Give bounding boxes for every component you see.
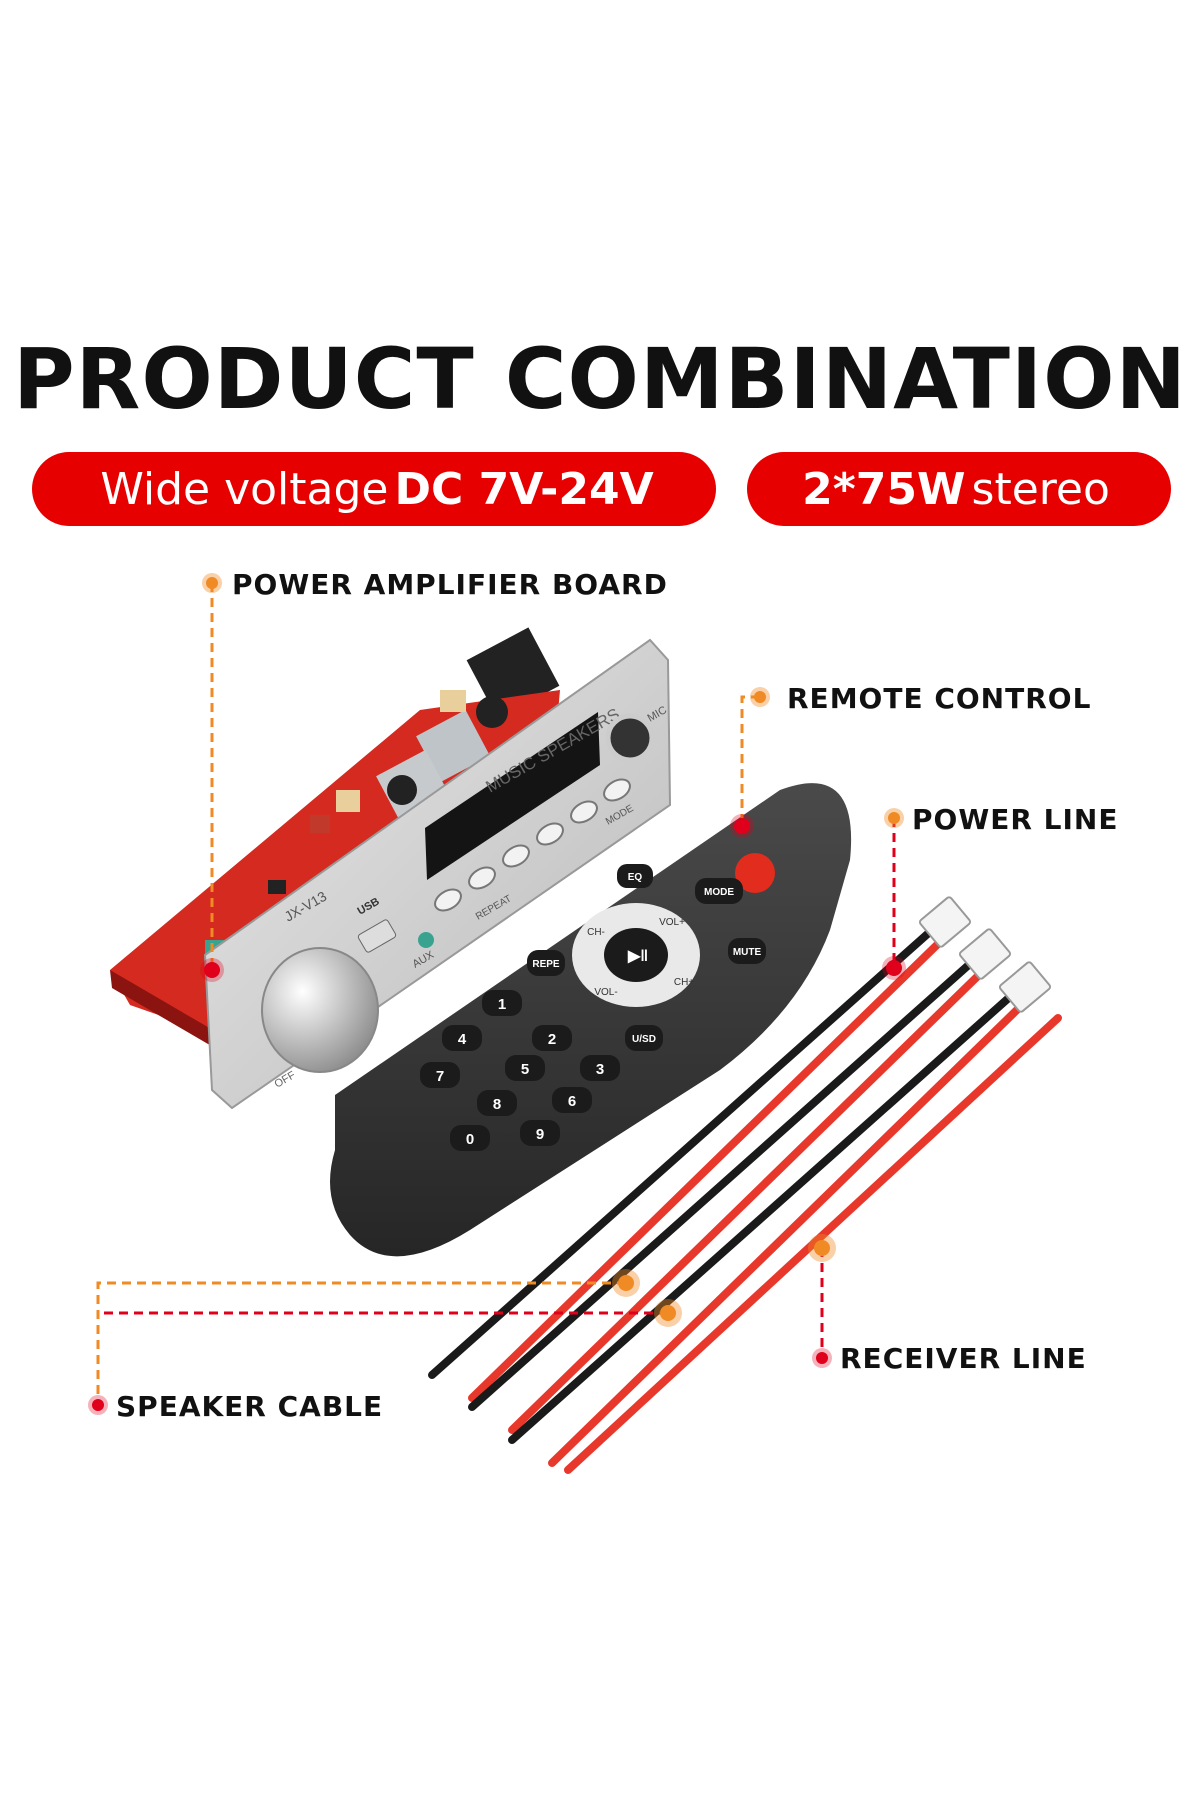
- remote-key-eq: EQ: [628, 872, 643, 883]
- volume-knob: [261, 947, 379, 1073]
- remote-digit-key: [450, 1125, 490, 1151]
- callout-receiver-line: RECEIVER LINE: [840, 1342, 1087, 1375]
- remote-key-repe: REPE: [532, 959, 560, 970]
- voltage-badge: Wide voltage DC 7V-24V: [32, 452, 716, 526]
- play-pause-button: [604, 928, 668, 982]
- remote-digit-label: 7: [436, 1068, 444, 1085]
- mic-jack: [605, 713, 655, 763]
- callout-remote-control: REMOTE CONTROL: [787, 682, 1092, 715]
- callout-dots: [88, 573, 906, 1415]
- remote-ring-vol-up: VOL+: [659, 917, 685, 928]
- callout-power-line: POWER LINE: [912, 803, 1119, 836]
- remote-key-mode: MODE: [704, 887, 734, 898]
- remote-digit-key: [482, 990, 522, 1016]
- board-button: [603, 778, 631, 802]
- svg-text:▶‖: ▶‖: [627, 948, 648, 965]
- receiver-line: [564, 1014, 1062, 1474]
- remote-digit-key: [552, 1087, 592, 1113]
- remote-digit-label: 1: [498, 996, 506, 1013]
- remote-digit-key: [580, 1055, 620, 1081]
- remote-digit-key: [420, 1062, 460, 1088]
- remote-digit-label: 8: [493, 1096, 501, 1113]
- display-window: [425, 712, 600, 880]
- remote-digit-key: [505, 1055, 545, 1081]
- remote-ring-ch-down: CH-: [587, 927, 605, 938]
- remote-control: EQ MODE REPE MUTE U/SD ▶‖ VOL+ VOL- CH- …: [330, 783, 852, 1257]
- remote-digit-key: [442, 1025, 482, 1051]
- remote-digit-label: 5: [521, 1061, 529, 1078]
- remote-digit-key: [532, 1025, 572, 1051]
- callout-power-amplifier-board: POWER AMPLIFIER BOARD: [232, 568, 668, 601]
- amplifier-board: MUSIC SPEAKERS JX-V13 REPEAT MODE MIC AU…: [110, 627, 672, 1110]
- voltage-text: Wide voltage: [100, 463, 389, 515]
- jst-connector: [918, 896, 972, 948]
- remote-key-usd: U/SD: [632, 1034, 656, 1045]
- cables: [428, 896, 1062, 1474]
- page-title: PRODUCT COMBINATION: [13, 330, 1187, 428]
- remote-digit-label: 3: [596, 1061, 604, 1078]
- callout-leaders: [96, 583, 896, 1405]
- remote-ring-vol-down: VOL-: [594, 987, 617, 998]
- board-button: [502, 844, 530, 868]
- jst-connector: [958, 928, 1012, 980]
- remote-digit-label: 0: [466, 1131, 474, 1148]
- board-button: [468, 866, 496, 890]
- remote-digit-label: 4: [458, 1031, 467, 1048]
- callout-speaker-cable: SPEAKER CABLE: [116, 1390, 384, 1423]
- power-line: [508, 991, 1026, 1467]
- remote-digit-key: [520, 1120, 560, 1146]
- jst-connector: [998, 961, 1052, 1013]
- power-text: stereo: [971, 463, 1110, 515]
- power-value: 2*75W: [802, 463, 966, 515]
- remote-digit-label: 9: [536, 1126, 544, 1143]
- remote-digit-label: 6: [568, 1093, 576, 1110]
- speaker-cable: [468, 958, 986, 1434]
- board-button: [570, 800, 598, 824]
- voltage-value: DC 7V-24V: [394, 463, 654, 515]
- remote-digit-label: 2: [548, 1031, 556, 1048]
- remote-ring-ch-up: CH+: [674, 977, 694, 988]
- power-button: [735, 853, 775, 893]
- remote-digit-key: [477, 1090, 517, 1116]
- board-button: [536, 822, 564, 846]
- remote-key-mute: MUTE: [733, 947, 762, 958]
- speaker-cable: [428, 926, 946, 1402]
- aux-jack: [418, 932, 434, 948]
- power-badge: 2*75W stereo: [747, 452, 1171, 526]
- usb-port: [357, 919, 397, 953]
- board-button: [434, 888, 462, 912]
